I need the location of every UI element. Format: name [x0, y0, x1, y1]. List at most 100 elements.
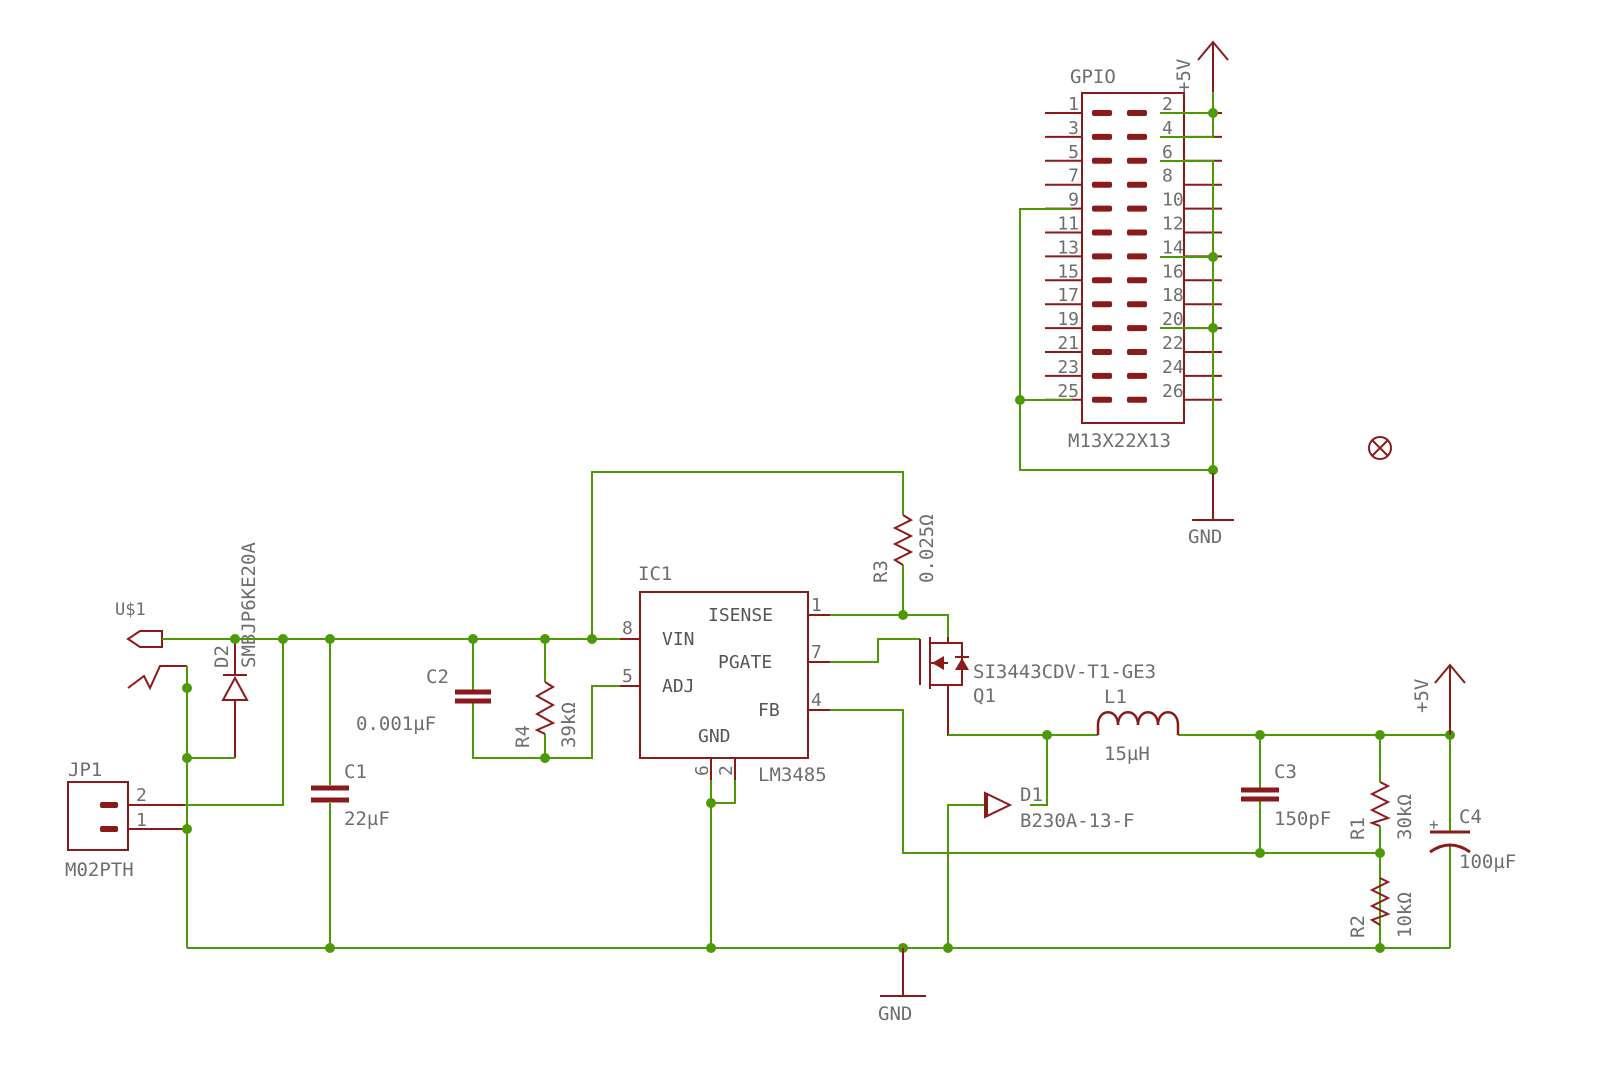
r3-name: R3 [870, 560, 892, 583]
c2-wire [472, 639, 620, 759]
jp1-name: JP1 [68, 759, 102, 781]
jp1-body [67, 781, 129, 851]
capacitor-icon [311, 785, 349, 803]
gpio-pin-number: 19 [1057, 309, 1079, 330]
q1-value: SI3443CDV-T1-GE3 [973, 661, 1156, 683]
resistor-icon [892, 514, 914, 566]
output-supply-label: +5V [1411, 679, 1433, 713]
gpio-pin-number: 7 [1068, 166, 1079, 187]
r4-value: 39kΩ [558, 702, 580, 748]
ground-symbol-icon [1192, 473, 1234, 521]
gpio-ground-label: GND [1188, 526, 1222, 548]
gpio-pin-number: 20 [1162, 309, 1184, 330]
pin-num: 1 [811, 595, 822, 616]
resistor-icon [1368, 781, 1391, 827]
pin-pad [100, 826, 118, 832]
gpio-pin-pad [1127, 205, 1147, 212]
resistor-icon [534, 681, 556, 735]
supply-arrow-icon [1197, 40, 1229, 92]
pin-num: 4 [811, 690, 822, 711]
output-supply: +5V [1411, 663, 1466, 735]
gpio-pin-pad [1127, 229, 1147, 236]
diode-d1: D1 B230A-13-F [984, 784, 1134, 832]
gpio-pin-pad [1092, 110, 1112, 116]
c3-name: C3 [1274, 761, 1297, 783]
gpio-pin-number: 15 [1057, 261, 1079, 282]
gpio-pin-pad [1127, 396, 1147, 403]
main-ground: GND [878, 948, 926, 1025]
pin-num: 6 [692, 765, 713, 776]
c3-value: 150pF [1274, 808, 1331, 830]
r3-wire [591, 471, 904, 639]
pin-num: 2 [716, 765, 737, 776]
ic1-name: IC1 [638, 563, 672, 585]
gpio-pin-pad [1127, 157, 1147, 164]
ground-symbol-icon [880, 948, 926, 997]
gpio-pin-pad [1092, 372, 1112, 379]
pin-pgate-label: PGATE [718, 652, 772, 673]
capacitor-c1: C1 22µF [311, 639, 390, 948]
c1-name: C1 [344, 761, 367, 783]
gpio-name: GPIO [1070, 66, 1116, 88]
resistor-r3: R3 0.025Ω [587, 471, 938, 644]
connector-jp1: JP1 2 1 M02PTH [65, 759, 185, 881]
c1-value: 22µF [344, 808, 390, 830]
d1-value: B230A-13-F [1020, 810, 1134, 832]
pin-num: 7 [811, 642, 822, 663]
gpio-pin-pad [1127, 277, 1147, 284]
gpio-pin-pad [1127, 349, 1147, 355]
resistor-icon [1369, 877, 1391, 926]
gpio-pin-number: 1 [1068, 94, 1079, 115]
gpio-pin-number: 9 [1068, 190, 1079, 211]
gpio-pin9-wire [1019, 208, 1213, 471]
gpio-pin-number: 3 [1068, 118, 1079, 139]
gpio-pin-pad [1127, 181, 1147, 188]
gpio-supply-label: +5V [1173, 59, 1195, 93]
pgate-wire [830, 638, 920, 663]
d1-name: D1 [1020, 784, 1043, 806]
connector-plug-icon [126, 630, 163, 648]
gpio-pin-pad [1092, 349, 1112, 355]
jp1-pin1-num: 1 [136, 810, 147, 831]
output-wiring [898, 730, 1455, 953]
pin-vin-label: VIN [662, 629, 695, 650]
jp1-value: M02PTH [65, 859, 134, 881]
gpio-value: M13X22X13 [1068, 430, 1171, 452]
gpio-gnd-wire [1160, 160, 1214, 473]
gpio-pin-pad [1092, 301, 1112, 308]
junction [898, 610, 908, 620]
mosfet-q1: SI3443CDV-T1-GE3 Q1 [919, 637, 1156, 736]
q1-name: Q1 [973, 685, 996, 707]
gpio-pin-number: 18 [1162, 285, 1184, 306]
gpio-pin-pad [1092, 181, 1112, 188]
pin-gnd-label: GND [698, 726, 731, 747]
pin-fb-label: FB [758, 700, 780, 721]
gpio-pin-number: 11 [1057, 214, 1079, 235]
ic1-value: LM3485 [758, 764, 827, 786]
inductor-l1: L1 15µH [1096, 686, 1180, 765]
r2-value: 10kΩ [1394, 892, 1416, 938]
gpio-pin-pad [1127, 301, 1147, 308]
mosfet-arrow-icon [932, 656, 944, 670]
junction [1208, 252, 1218, 262]
ic1-controller: IC1 VIN ADJ ISENSE PGATE FB GND 8 5 1 7 … [620, 563, 830, 786]
gpio-pin-number: 10 [1162, 190, 1184, 211]
capacitor-c4: + C4 100µF [1429, 735, 1516, 948]
capacitor-icon [1241, 787, 1279, 802]
gpio-pin-number: 2 [1162, 94, 1173, 115]
l1-value: 15µH [1104, 743, 1150, 765]
gpio-pin-pad [1092, 253, 1112, 260]
gpio-pin-pad [1092, 325, 1112, 332]
gpio-pin-pad [1127, 372, 1147, 379]
resistor-r4: R4 39kΩ [512, 634, 580, 763]
r4-name: R4 [512, 725, 534, 748]
isense-wire [830, 614, 949, 637]
junction [182, 753, 192, 763]
gpio-pin-pad [1092, 277, 1112, 284]
diode-icon [984, 791, 1013, 819]
diode-icon [955, 658, 969, 670]
c4-name: C4 [1459, 806, 1482, 828]
junction [943, 943, 953, 953]
